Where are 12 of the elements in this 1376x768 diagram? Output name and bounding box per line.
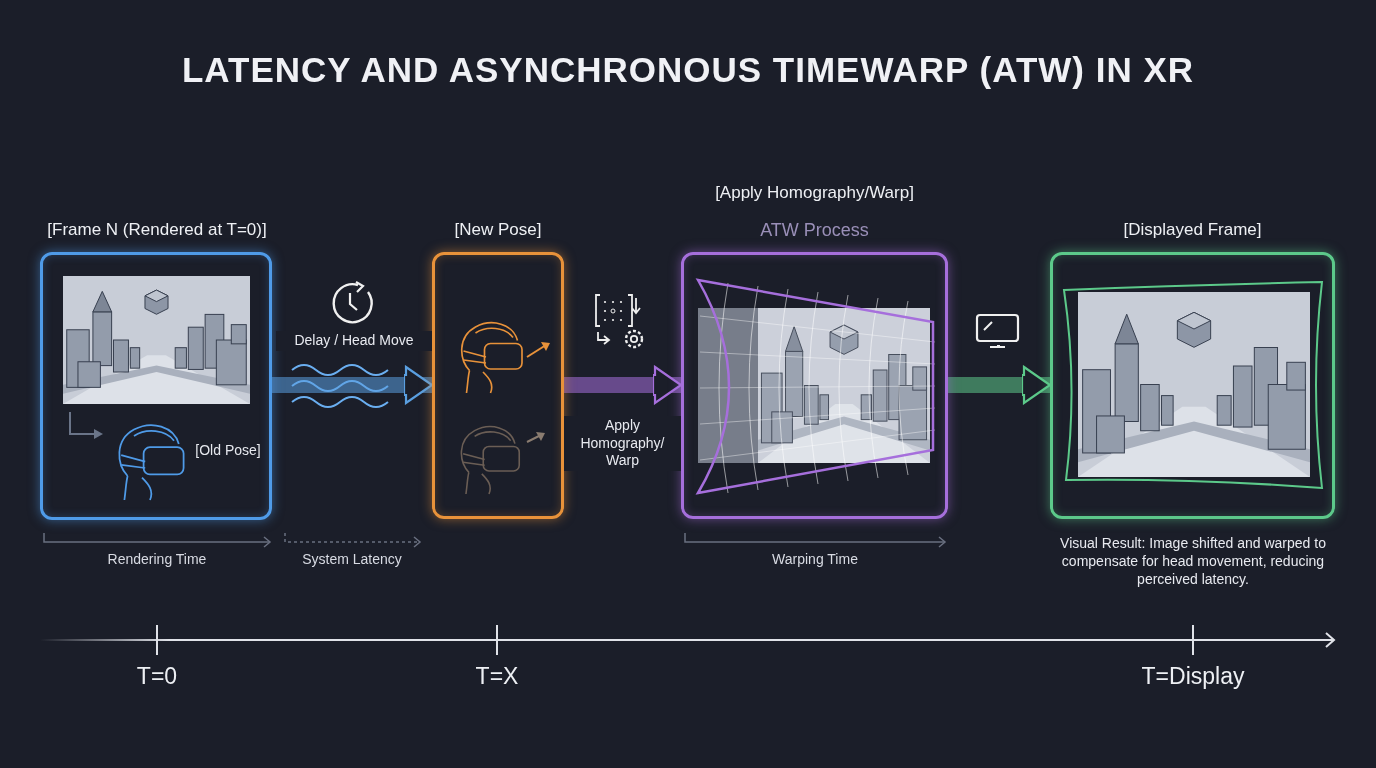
panel-text: ATW Process <box>759 220 870 241</box>
panel-heading: [Frame N (Rendered at T=0)] <box>46 220 268 240</box>
result-note: Visual Result: Image shifted and warped to compensate for head movement, reducing perceived latency. <box>1059 534 1327 589</box>
time-label: T=0 <box>135 663 179 690</box>
diagram-title: LATENCY AND ASYNCHRONOUS TIMEWARP (ATW) IN XR <box>181 50 1195 90</box>
panel-heading: [Displayed Frame] <box>1122 220 1263 240</box>
panel-heading: [New Pose] <box>453 220 543 240</box>
panel-text: [Old Pose] <box>194 442 262 458</box>
time-label: T=Display <box>1140 663 1246 690</box>
panel-heading: [Apply Homography/Warp] <box>714 183 915 203</box>
time-label: T=X <box>474 663 520 690</box>
duration-label: Warping Time <box>771 551 859 567</box>
